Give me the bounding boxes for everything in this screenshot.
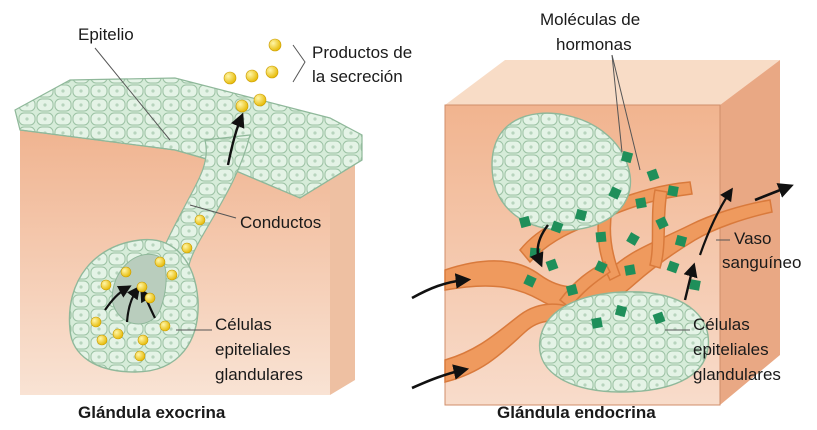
- label-celulas-exo-2: epiteliales: [215, 340, 291, 359]
- secretion-bracket: [293, 45, 305, 82]
- label-productos-1: Productos de: [312, 43, 412, 62]
- label-epitelio: Epitelio: [78, 25, 134, 44]
- caption-endocrine: Glándula endocrina: [497, 403, 656, 422]
- label-celulas-endo-1: Células: [693, 315, 750, 334]
- label-conductos: Conductos: [240, 213, 321, 232]
- endocrine-gland: Moléculas de hormonas Vaso sanguíneo Cél…: [412, 10, 801, 422]
- label-celulas-exo-3: glandulares: [215, 365, 303, 384]
- label-productos-2: la secreción: [312, 67, 403, 86]
- label-moleculas-2: hormonas: [556, 35, 632, 54]
- label-celulas-endo-2: epiteliales: [693, 340, 769, 359]
- label-moleculas-1: Moléculas de: [540, 10, 640, 29]
- label-celulas-endo-3: glandulares: [693, 365, 781, 384]
- label-vaso-2: sanguíneo: [722, 253, 801, 272]
- caption-exocrine: Glándula exocrina: [78, 403, 226, 422]
- label-vaso-1: Vaso: [734, 229, 772, 248]
- label-celulas-exo-1: Células: [215, 315, 272, 334]
- exocrine-gland: Epitelio Productos de la secreción Condu…: [15, 25, 412, 422]
